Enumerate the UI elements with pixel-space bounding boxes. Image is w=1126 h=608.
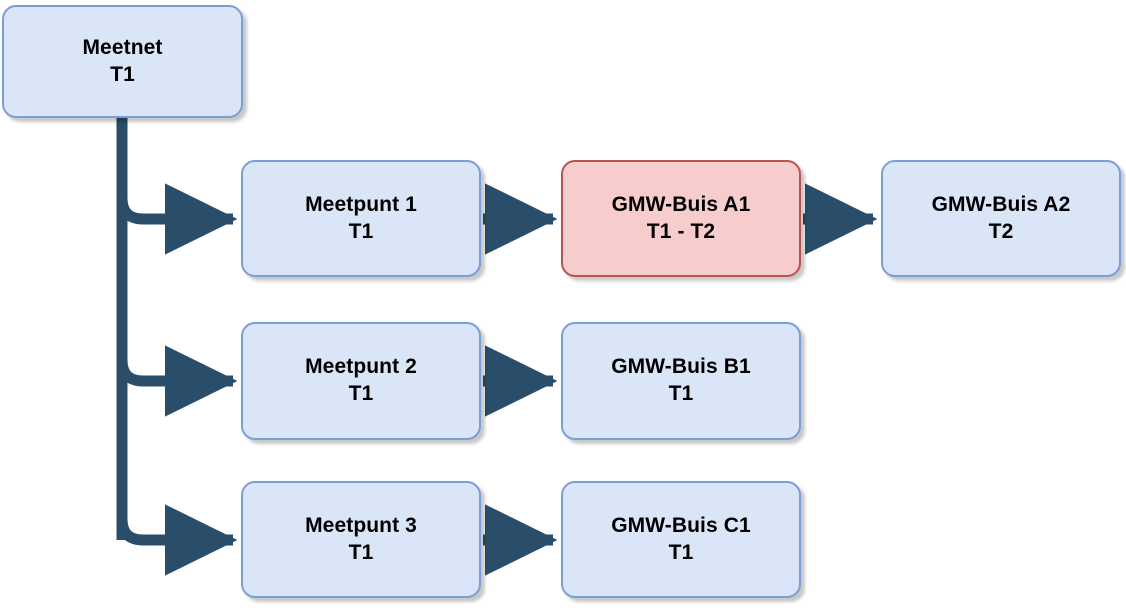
node-meetpunt-3-label-secondary: T1 (348, 540, 374, 564)
node-gmw-buis-b1-label-primary: GMW-Buis B1 (611, 355, 751, 379)
node-gmw-buis-a1-label-secondary: T1 - T2 (646, 219, 716, 243)
node-gmw-buis-a1[interactable]: GMW-Buis A1 T1 - T2 (561, 160, 801, 277)
node-meetpunt-1-label-primary: Meetpunt 1 (305, 192, 417, 216)
node-gmw-buis-a2[interactable]: GMW-Buis A2 T2 (881, 160, 1121, 277)
node-meetpunt-2-label-secondary: T1 (348, 382, 374, 405)
node-meetpunt-1-label-secondary: T1 (348, 219, 374, 243)
edge-meetnet-to-meetpunt-3 (116, 504, 238, 576)
node-meetpunt-2[interactable]: Meetpunt 2 T1 (241, 322, 481, 440)
node-gmw-buis-a2-label-primary: GMW-Buis A2 (931, 192, 1071, 216)
node-meetpunt-2-label-primary: Meetpunt 2 (305, 355, 417, 379)
node-gmw-buis-a1-label-primary: GMW-Buis A1 (611, 192, 751, 216)
node-gmw-buis-b1-label-secondary: T1 (668, 382, 694, 405)
edge-meetnet-to-meetpunt-2 (116, 345, 238, 417)
node-gmw-buis-b1[interactable]: GMW-Buis B1 T1 (561, 322, 801, 440)
node-gmw-buis-a2-label-secondary: T2 (988, 219, 1014, 243)
node-meetnet-label-primary: Meetnet (82, 35, 163, 59)
node-gmw-buis-c1[interactable]: GMW-Buis C1 T1 (561, 481, 801, 598)
node-meetpunt-1[interactable]: Meetpunt 1 T1 (241, 160, 481, 277)
node-meetpunt-3-label-primary: Meetpunt 3 (305, 513, 417, 537)
node-gmw-buis-c1-label-primary: GMW-Buis C1 (611, 513, 751, 537)
node-meetpunt-3[interactable]: Meetpunt 3 T1 (241, 481, 481, 598)
node-gmw-buis-c1-label-secondary: T1 (668, 540, 694, 564)
edge-meetnet-to-meetpunt-1 (116, 183, 238, 255)
node-meetnet-label-secondary: T1 (110, 62, 135, 86)
node-meetnet[interactable]: Meetnet T1 (2, 5, 243, 118)
